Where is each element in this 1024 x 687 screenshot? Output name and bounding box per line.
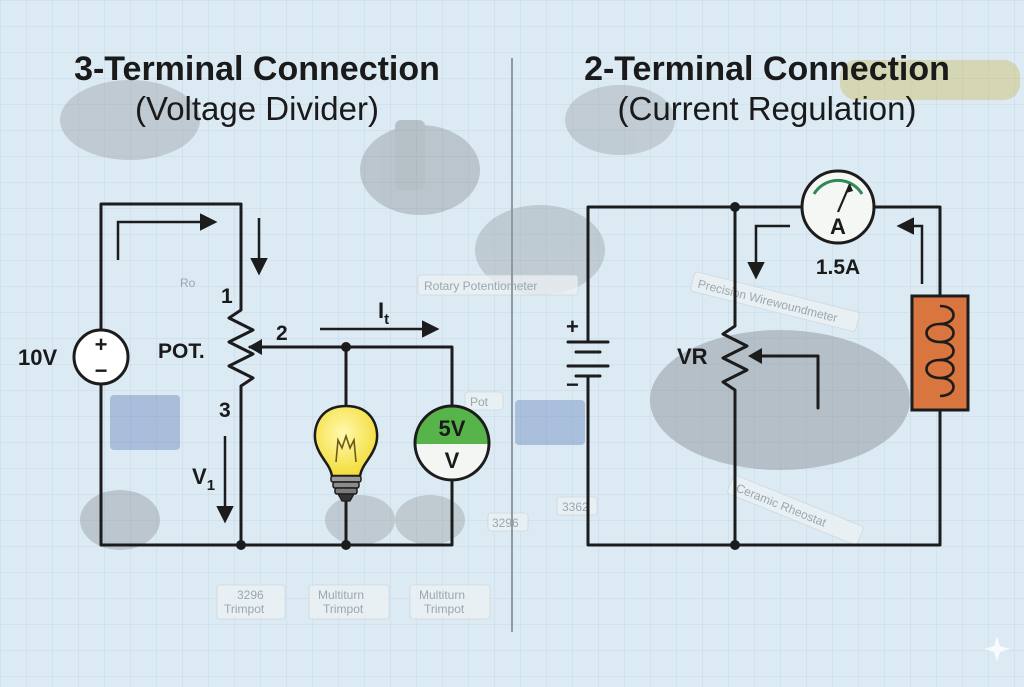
label-multiturn-b-sub: Trimpot <box>424 602 465 616</box>
node-bottom-left <box>236 540 246 550</box>
terminal-1-label: 1 <box>221 285 233 308</box>
left-panel-subtitle: (Voltage Divider) <box>135 90 379 127</box>
wire-top-left <box>99 202 243 332</box>
left-panel-title: 3-Terminal Connection <box>74 50 440 88</box>
current-arrow-inductor <box>896 217 924 284</box>
label-multiturn-a-sub: Trimpot <box>323 602 364 616</box>
terminal-2-label: 2 <box>276 322 288 345</box>
source-voltage-label: 10V <box>18 345 57 370</box>
sparkle-icon <box>984 636 1010 662</box>
battery-plus-sign: + <box>566 314 579 339</box>
voltage-source-icon <box>72 328 130 386</box>
ammeter-reading: 1.5A <box>816 256 860 279</box>
source-plus-sign: + <box>95 332 108 357</box>
label-pot-fragment: Pot <box>470 395 489 409</box>
label-multiturn-a: Multiturn <box>318 588 364 602</box>
current-arrow-vr <box>747 224 790 280</box>
node-bottom-middle <box>341 540 351 550</box>
label-trimpot-3296: 3296 <box>237 588 264 602</box>
node-top-right-junction <box>730 202 740 212</box>
v1-label: V1 <box>192 464 215 494</box>
battery-minus-sign: − <box>566 372 579 397</box>
right-panel: 2-Terminal Connection (Current Regulatio… <box>566 50 970 550</box>
node-wiper-junction <box>341 342 351 352</box>
label-multiturn-b: Multiturn <box>419 588 465 602</box>
vr-label: VR <box>677 344 708 369</box>
label-num-3296: 3296 <box>492 516 519 530</box>
label-num-3362: 3362 <box>562 500 589 514</box>
label-rotary-potentiometer: Rotary Potentiometer <box>424 279 537 293</box>
vr-wiper <box>750 354 820 410</box>
node-bottom-right-junction <box>730 540 740 550</box>
wire-bottom <box>99 382 454 547</box>
wire-bottom-right <box>586 390 942 547</box>
label-ro-fragment: Ro <box>180 276 196 290</box>
right-panel-subtitle: (Current Regulation) <box>618 90 917 127</box>
source-minus-sign: − <box>95 358 108 383</box>
current-it-label: It <box>378 298 389 328</box>
inductor-coil-icon <box>910 294 970 412</box>
voltmeter-unit: V <box>445 448 460 473</box>
vr-wiper-arrow-icon <box>748 348 762 364</box>
ammeter-unit: A <box>830 214 846 239</box>
current-flow-arrow-top <box>116 213 218 260</box>
voltmeter-reading: 5V <box>439 416 466 441</box>
right-panel-title: 2-Terminal Connection <box>584 50 950 88</box>
pot-label: POT. <box>158 340 205 363</box>
wire-wiper-branch <box>256 345 454 407</box>
terminal-3-label: 3 <box>219 399 231 422</box>
variable-resistor <box>721 316 749 402</box>
wire-top-right <box>872 205 942 298</box>
label-trimpot-3296-sub: Trimpot <box>224 602 265 616</box>
ammeter-icon <box>800 169 876 245</box>
potentiometer-resistor <box>227 298 255 397</box>
wiper-arrow-icon <box>248 339 262 355</box>
light-bulb-icon <box>313 404 379 502</box>
